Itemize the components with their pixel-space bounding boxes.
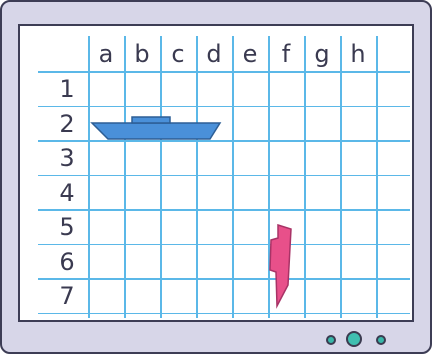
row-label: 4 (50, 181, 84, 205)
row-label: 2 (50, 112, 84, 136)
indicator-light-icon (376, 335, 386, 345)
monitor-controls (318, 330, 418, 350)
column-label: f (270, 42, 302, 66)
power-button-icon[interactable] (346, 331, 362, 347)
row-label: 5 (50, 215, 84, 239)
column-label: d (198, 42, 230, 66)
column-label: b (126, 42, 158, 66)
row-label: 1 (50, 77, 84, 101)
ships-layer (20, 26, 412, 320)
horizontal-ship[interactable] (92, 123, 220, 139)
column-label: a (90, 42, 122, 66)
row-label: 7 (50, 284, 84, 308)
column-label: g (306, 42, 338, 66)
column-label: e (234, 42, 266, 66)
row-label: 3 (50, 146, 84, 170)
horizontal-ship-cabin (132, 117, 170, 123)
indicator-light-icon (326, 335, 336, 345)
row-label: 6 (50, 250, 84, 274)
vertical-ship[interactable] (270, 225, 291, 306)
column-label: c (162, 42, 194, 66)
column-label: h (342, 42, 374, 66)
